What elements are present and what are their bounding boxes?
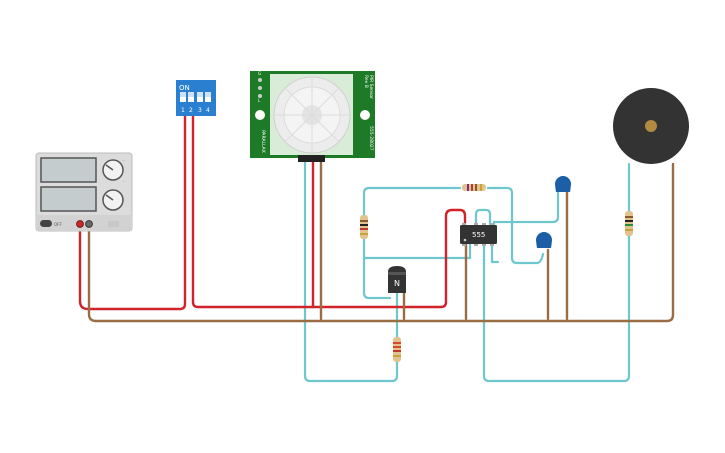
svg-text:—: — <box>122 179 125 183</box>
pir-brand-label: PARALLAX <box>260 130 266 153</box>
pir-dome-icon <box>273 76 351 154</box>
dip-switch[interactable]: ON 1 2 3 4 <box>176 80 216 116</box>
piezo-buzzer[interactable] <box>613 88 689 164</box>
wire-ic-top-cyan[interactable] <box>474 208 492 226</box>
ic-555-label: 555 <box>472 231 485 239</box>
dip-number-1: 1 <box>181 107 185 114</box>
wire-dip-red[interactable] <box>191 114 467 309</box>
pir-sensor[interactable]: G L PARALLAX PIR Sensor Rev B 555-28027 <box>250 71 375 162</box>
wire-psu-pos-red[interactable] <box>78 114 187 311</box>
psu-off-label: OFF <box>54 222 62 227</box>
pir-title-label: PIR Sensor <box>368 75 374 99</box>
wire-ic-to-cap1-cyan[interactable] <box>492 190 560 226</box>
pir-rev-label: Rev B <box>363 75 369 88</box>
knob-icon[interactable] <box>102 189 124 211</box>
pir-header <box>298 155 325 162</box>
pir-mount-hole-left <box>255 110 265 120</box>
knob-icon[interactable] <box>102 159 124 181</box>
resistor-left[interactable] <box>360 215 368 239</box>
power-switch[interactable]: OFF <box>40 220 62 227</box>
resistor-transistor-base[interactable] <box>393 337 401 362</box>
dip-number-4: 4 <box>206 107 210 114</box>
capacitor-lower[interactable] <box>536 232 552 248</box>
transistor-label: N <box>394 279 400 288</box>
wire-res-top-right-cyan[interactable] <box>486 186 545 265</box>
ic-555[interactable]: 555 <box>460 223 497 246</box>
dip-on-label: ON <box>179 84 190 92</box>
power-supply[interactable]: — — OFF <box>35 152 133 232</box>
wires <box>78 114 675 383</box>
dip-number-2: 2 <box>189 107 193 114</box>
pir-pin-label-g: G <box>258 71 261 76</box>
capacitor-upper[interactable] <box>555 176 571 192</box>
pir-mount-hole-right <box>360 110 370 120</box>
psu-display-bottom <box>40 186 97 212</box>
buzzer-center <box>645 120 657 132</box>
wire-loop-left-cyan[interactable] <box>362 186 462 220</box>
npn-transistor[interactable]: N <box>388 266 406 293</box>
psu-display-top <box>40 157 97 183</box>
svg-text:—: — <box>122 158 125 162</box>
dip-toggles[interactable] <box>180 92 211 102</box>
wire-pir-out-cyan[interactable] <box>303 160 399 383</box>
pir-pin-label-l: L <box>258 98 261 103</box>
resistor-buzzer[interactable] <box>625 211 633 236</box>
wire-ic-bottom-cyan[interactable] <box>482 234 631 383</box>
wire-left-loop-bottom-cyan[interactable] <box>362 236 392 300</box>
wire-ic-bottom2-cyan[interactable] <box>490 242 500 264</box>
psu-terminal-negative[interactable] <box>85 220 93 228</box>
wire-psu-neg-brown[interactable] <box>87 162 675 323</box>
dip-number-3: 3 <box>198 107 202 114</box>
psu-terminal-positive[interactable] <box>76 220 84 228</box>
pir-part-label: 555-28027 <box>368 126 374 151</box>
resistor-top[interactable] <box>462 184 486 191</box>
wire-ic-left-cyan[interactable] <box>362 242 472 260</box>
